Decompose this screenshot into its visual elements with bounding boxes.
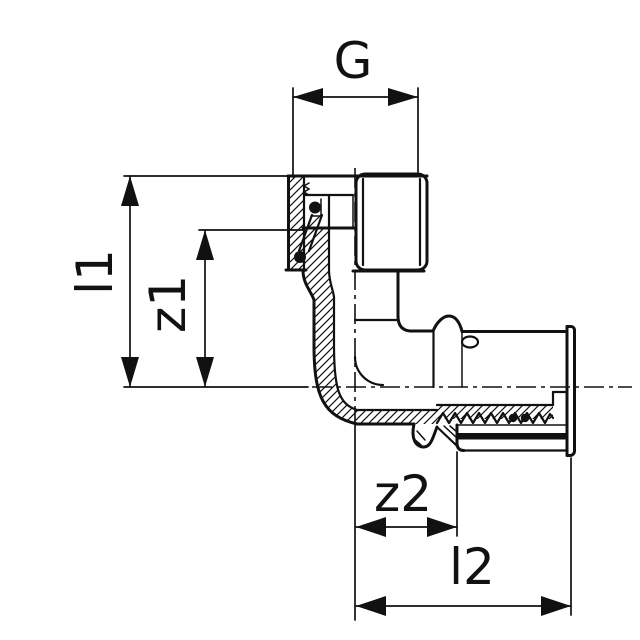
- seal-rings: [294, 201, 321, 263]
- z2-arrow-right: [427, 517, 457, 537]
- lower-wall-hatch: [357, 410, 437, 424]
- neck-bend-outer-wall: [301, 268, 359, 426]
- g-arrow-left: [293, 88, 323, 106]
- thread-socket: [284, 172, 429, 273]
- z1-dimension-label: z1: [139, 275, 197, 333]
- sleeve-wall-section: [457, 433, 567, 440]
- socket-outside-view: [354, 172, 429, 272]
- flange-bottom: [565, 449, 576, 457]
- bore-corner-arc: [353, 355, 385, 387]
- sleeve-inspection-window: [460, 335, 480, 349]
- dimension-l2: l2: [355, 457, 572, 616]
- z2-arrow-left: [356, 517, 386, 537]
- z1-arrow-top: [196, 230, 214, 260]
- z1-arrow-bottom: [196, 357, 214, 387]
- nipple-barb-profile: [435, 411, 555, 425]
- dimension-z1: z1: [139, 229, 304, 388]
- l2-arrow-left: [356, 596, 386, 616]
- seal-ring-lower: [294, 251, 306, 263]
- collar-lobe-hatch-a: [416, 430, 426, 441]
- l1-arrow-top: [121, 176, 139, 206]
- l1-arrow-bottom: [121, 357, 139, 387]
- elbow-body: [301, 268, 439, 426]
- l1-dimension-label: l1: [66, 249, 124, 295]
- neck-right-profile: [396, 269, 435, 333]
- sleeve-left-cap: [455, 423, 466, 452]
- g-arrow-right: [388, 88, 418, 106]
- collar-bead: [431, 314, 464, 333]
- collar-wedge-hatch-a: [443, 425, 458, 439]
- neck-bend-inner-wall: [327, 268, 359, 412]
- insert-skirt-outer: [297, 213, 314, 253]
- z2-dimension-label: z2: [374, 465, 432, 523]
- nipple-oring-right: [520, 413, 530, 423]
- dimension-g: G: [292, 32, 419, 178]
- collar-lobe-hatch-b: [413, 438, 422, 446]
- centerlines: [312, 168, 632, 424]
- insert-skirt-inner: [307, 213, 324, 253]
- seal-ring-upper: [309, 201, 321, 214]
- neck-bend-wall-hatch: [303, 270, 357, 424]
- nipple-oring-left: [508, 413, 518, 423]
- g-dimension-label: G: [334, 32, 373, 90]
- thread-profile: [302, 182, 311, 196]
- l2-arrow-right: [541, 596, 571, 616]
- dimension-l1: l1: [66, 175, 309, 388]
- collar-lobe-section: [411, 422, 439, 449]
- dimension-z2: z2: [354, 423, 458, 621]
- l2-dimension-label: l2: [449, 538, 495, 596]
- press-connection: [411, 314, 576, 457]
